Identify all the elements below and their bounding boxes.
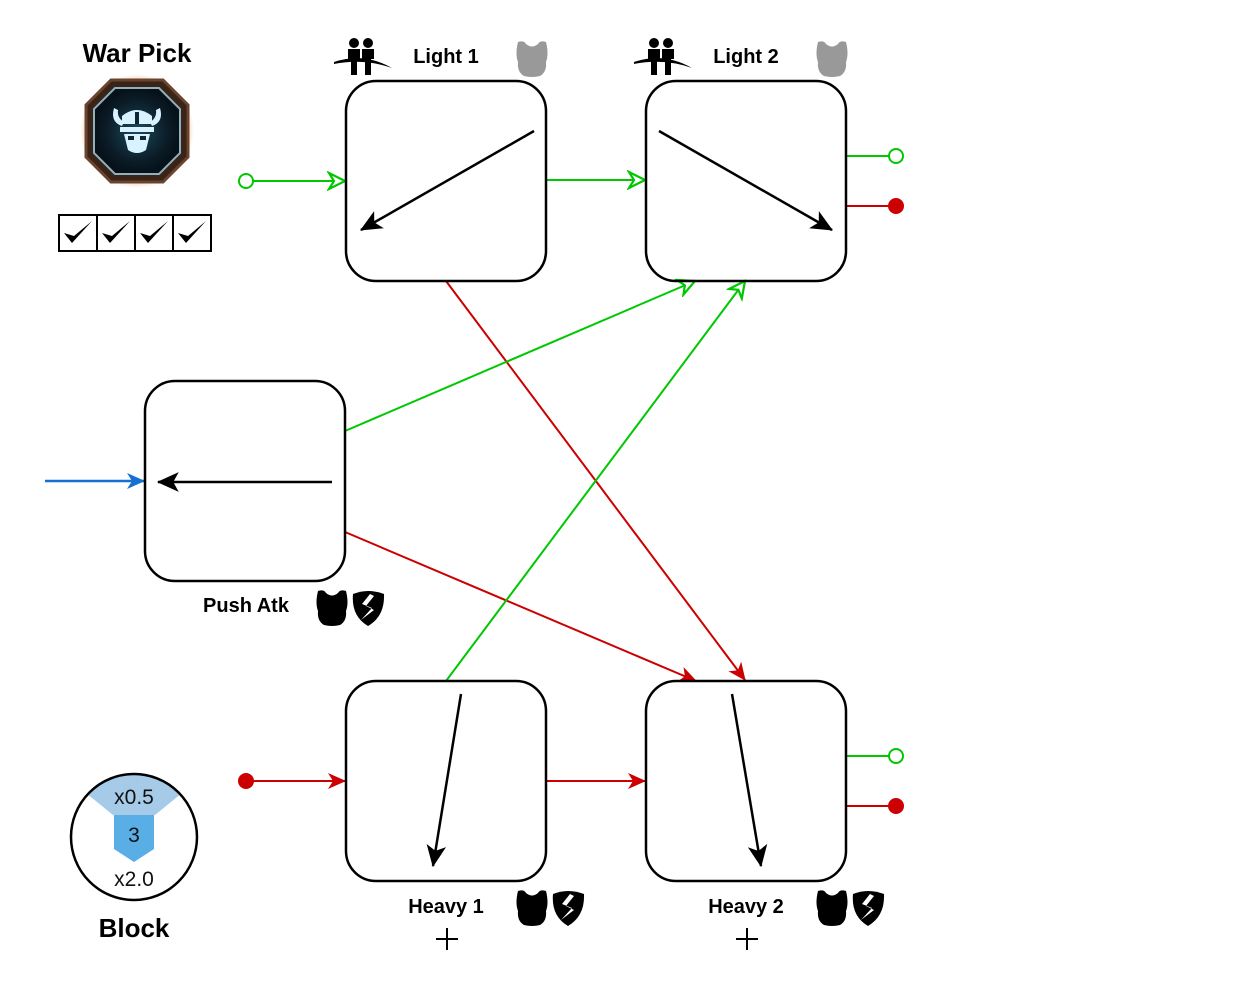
guard-break-shield-icon (852, 891, 885, 926)
connections (45, 148, 904, 814)
node-heavy2[interactable] (644, 679, 848, 883)
node-light2[interactable] (644, 79, 848, 283)
checkbox[interactable] (58, 214, 98, 252)
direction-arrow-down-icon (730, 693, 768, 868)
direction-arrow-down-icon (426, 693, 463, 868)
node-push-attack[interactable] (143, 379, 347, 583)
weapon-title: War Pick (83, 38, 192, 68)
armor-gray-icon (516, 41, 548, 77)
armor-black-icon (516, 890, 548, 926)
plus-icon (736, 928, 758, 950)
armor-black-icon (316, 590, 348, 626)
checkmark-icon (178, 221, 206, 243)
checkbox[interactable] (96, 214, 136, 252)
direction-arrow-down-right-icon (658, 129, 833, 232)
guard-break-shield-icon (352, 591, 385, 626)
heavy-output-port (888, 798, 904, 814)
block-value-zone (114, 815, 154, 862)
block-label: Block (99, 913, 170, 943)
weapon-checkbox-row (58, 214, 212, 252)
checkmark-icon (140, 221, 168, 243)
direction-arrow-down-left-icon (360, 129, 535, 232)
weapon-emblem-icon (80, 74, 194, 188)
block-gauge: x0.5 3 x2.0 (69, 772, 199, 902)
plus-icon (436, 928, 458, 950)
dodge-attack-icon (334, 38, 392, 75)
light-output-port (888, 748, 904, 764)
checkmark-icon (102, 221, 130, 243)
block-value: 3 (128, 824, 140, 847)
node-label-light1: Light 1 (413, 46, 479, 68)
heavy-input-port (238, 773, 254, 789)
dodge-attack-icon (634, 38, 692, 75)
light-output-port (888, 148, 904, 164)
armor-gray-icon (816, 41, 848, 77)
armor-black-icon (816, 890, 848, 926)
checkmark-icon (64, 221, 92, 243)
block-bottom-multiplier: x2.0 (114, 868, 154, 891)
guard-break-shield-icon (552, 891, 585, 926)
light-input-port (238, 173, 254, 189)
node-light1[interactable] (344, 79, 548, 283)
checkbox[interactable] (134, 214, 174, 252)
block-top-multiplier: x0.5 (114, 786, 154, 809)
checkbox[interactable] (172, 214, 212, 252)
heavy-output-port (888, 198, 904, 214)
connection-push-to-light2 (344, 281, 695, 432)
node-label-light2: Light 2 (713, 46, 779, 68)
node-heavy1[interactable] (344, 679, 548, 883)
connection-push-to-heavy2 (344, 531, 697, 682)
node-label-heavy1: Heavy 1 (408, 896, 484, 918)
node-label-heavy2: Heavy 2 (708, 896, 784, 918)
connection-heavy1-to-light2 (445, 281, 745, 682)
node-label-push-attack: Push Atk (203, 595, 290, 617)
block-top-zone (72, 775, 196, 815)
